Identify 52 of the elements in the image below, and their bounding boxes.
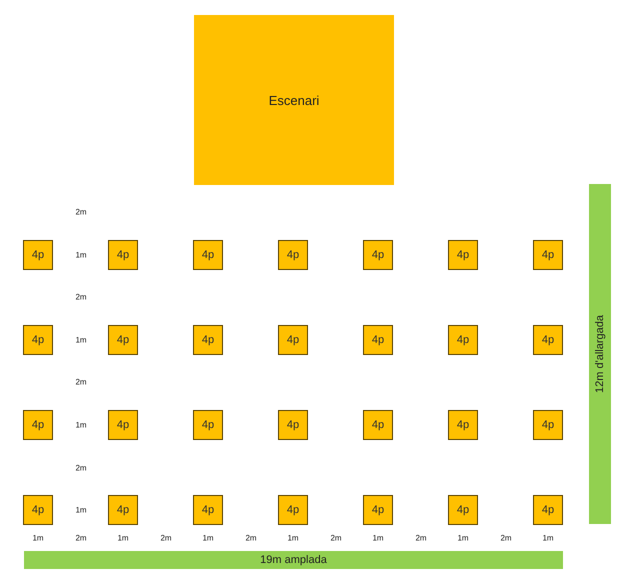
dimension-label: 1m (287, 534, 299, 542)
dimension-label: 1m (457, 534, 469, 542)
dimension-label: 1m (202, 534, 214, 542)
dimension-label: 1m (75, 250, 87, 260)
dimension-label: 1m (75, 506, 87, 514)
dimension-label: 2m (75, 464, 87, 472)
dimension-label: 2m (415, 534, 427, 542)
dimension-label: 1m (32, 534, 44, 542)
table-square: 4p (363, 410, 393, 440)
length-bar: 12m d'allargada (589, 184, 611, 524)
table-square: 4p (193, 410, 223, 440)
table-square: 4p (193, 495, 223, 525)
stage-area: Escenari (194, 15, 394, 185)
table-square: 4p (108, 240, 138, 270)
dimension-label: 2m (500, 534, 512, 542)
dimension-label: 1m (75, 336, 87, 344)
table-square: 4p (533, 410, 563, 440)
table-square: 4p (533, 325, 563, 355)
dimension-label: 2m (330, 534, 342, 542)
table-square: 4p (363, 325, 393, 355)
dimension-label: 2m (245, 534, 257, 542)
table-square: 4p (533, 240, 563, 270)
table-square: 4p (278, 240, 308, 270)
dimension-label: 1m (75, 420, 87, 430)
dimension-label: 2m (75, 208, 87, 216)
table-square: 4p (23, 240, 53, 270)
table-square: 4p (23, 410, 53, 440)
width-bar: 19m amplada (24, 551, 563, 569)
table-square: 4p (363, 240, 393, 270)
dimension-label: 2m (75, 292, 87, 302)
table-square: 4p (278, 495, 308, 525)
table-square: 4p (193, 240, 223, 270)
table-square: 4p (448, 410, 478, 440)
dimension-label: 2m (75, 534, 87, 542)
dimension-label: 2m (75, 378, 87, 386)
table-square: 4p (108, 410, 138, 440)
table-square: 4p (23, 325, 53, 355)
dimension-label: 1m (117, 534, 129, 542)
table-square: 4p (533, 495, 563, 525)
table-square: 4p (278, 410, 308, 440)
table-square: 4p (363, 495, 393, 525)
table-square: 4p (448, 495, 478, 525)
table-square: 4p (278, 325, 308, 355)
dimension-label: 2m (160, 534, 172, 542)
table-square: 4p (23, 495, 53, 525)
table-square: 4p (448, 240, 478, 270)
table-square: 4p (193, 325, 223, 355)
dimension-label: 1m (372, 534, 384, 542)
table-square: 4p (108, 325, 138, 355)
dimension-label: 1m (542, 534, 554, 542)
table-square: 4p (448, 325, 478, 355)
table-square: 4p (108, 495, 138, 525)
